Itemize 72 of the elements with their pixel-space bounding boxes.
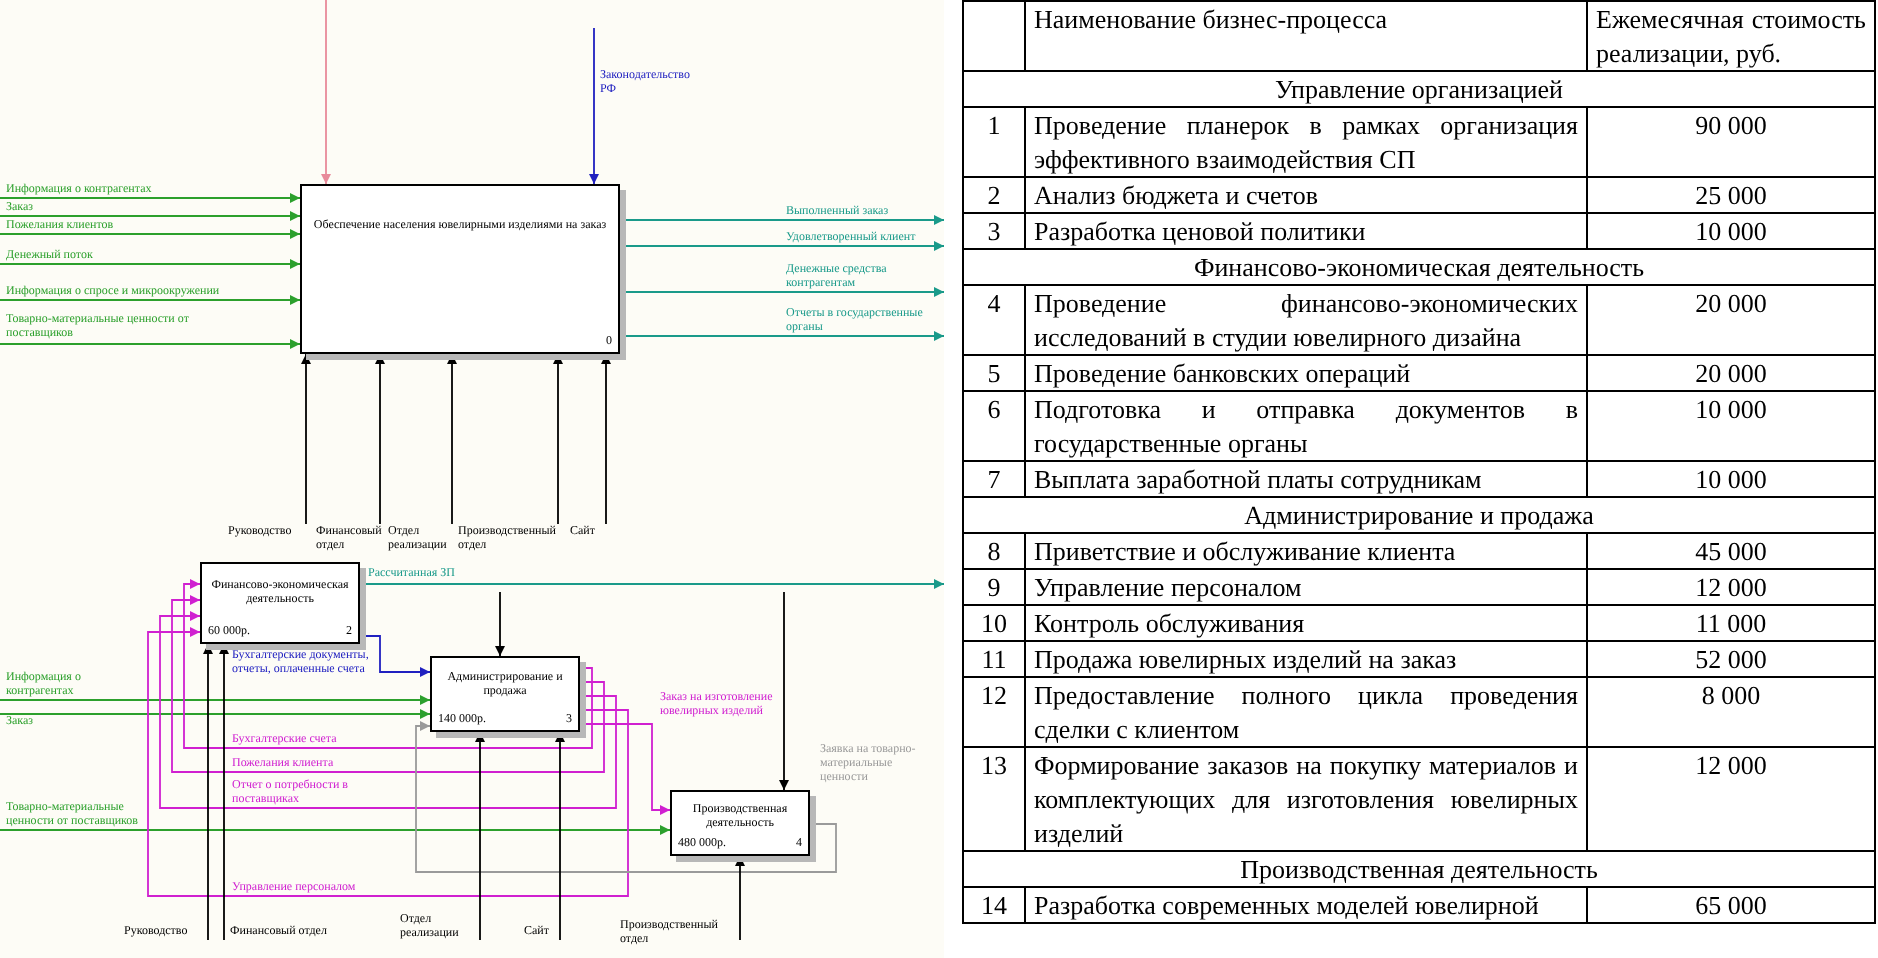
monthly-cost: 12 000 <box>1587 569 1875 605</box>
row-number: 3 <box>963 213 1025 249</box>
process-name: Выплата заработной платы сотрудникам <box>1025 461 1587 497</box>
monthly-cost: 65 000 <box>1587 887 1875 923</box>
row-number: 9 <box>963 569 1025 605</box>
arrow <box>415 721 837 873</box>
process-name: Формирование заказов на покупку материалов и комплектующих для изготовления ювелирных изделий <box>1025 747 1587 851</box>
arrow <box>203 643 213 941</box>
arrow <box>0 211 301 221</box>
arrow <box>0 825 671 835</box>
arrow <box>779 591 789 791</box>
monthly-cost: 90 000 <box>1587 107 1875 177</box>
arrow <box>0 229 301 239</box>
monthly-cost: 52 000 <box>1587 641 1875 677</box>
activity-box <box>200 562 360 644</box>
row-number: 14 <box>963 887 1025 923</box>
process-name: Проведение банковских операций <box>1025 355 1587 391</box>
process-name: Проведение планерок в рамках организация эффективного взаимодействия СП <box>1025 107 1587 177</box>
arrow <box>321 0 331 185</box>
monthly-cost: 20 000 <box>1587 355 1875 391</box>
arrow <box>171 595 605 773</box>
process-name: Предоставление полного цикла проведения сделки с клиентом <box>1025 677 1587 747</box>
monthly-cost: 20 000 <box>1587 285 1875 355</box>
row-number: 2 <box>963 177 1025 213</box>
process-name: Подготовка и отправка документов в государственные органы <box>1025 391 1587 461</box>
arrow <box>0 259 301 269</box>
arrow <box>0 339 301 349</box>
row-number: 1 <box>963 107 1025 177</box>
process-name: Разработка современных моделей ювелирной <box>1025 887 1587 923</box>
arrow <box>159 611 617 809</box>
row-number: 11 <box>963 641 1025 677</box>
section-heading: Финансово-экономическая деятельность <box>963 249 1875 285</box>
row-number: 4 <box>963 285 1025 355</box>
process-name: Управление персоналом <box>1025 569 1587 605</box>
row-number: 5 <box>963 355 1025 391</box>
monthly-cost: 10 000 <box>1587 213 1875 249</box>
monthly-cost: 25 000 <box>1587 177 1875 213</box>
column-header: Ежемесячная стоимость реализации, руб. <box>1587 1 1875 71</box>
process-name: Проведение финансово-экономических исследований в студии ювелирного дизайна <box>1025 285 1587 355</box>
arrow <box>589 27 599 185</box>
row-number: 12 <box>963 677 1025 747</box>
monthly-cost: 10 000 <box>1587 391 1875 461</box>
process-name: Разработка ценовой политики <box>1025 213 1587 249</box>
process-name: Контроль обслуживания <box>1025 605 1587 641</box>
arrow <box>0 709 431 719</box>
row-number: 6 <box>963 391 1025 461</box>
monthly-cost: 45 000 <box>1587 533 1875 569</box>
monthly-cost: 12 000 <box>1587 747 1875 851</box>
monthly-cost: 10 000 <box>1587 461 1875 497</box>
row-number: 10 <box>963 605 1025 641</box>
section-heading: Управление организацией <box>963 71 1875 107</box>
column-header: Наименование бизнес-процесса <box>1025 1 1587 71</box>
monthly-cost: 8 000 <box>1587 677 1875 747</box>
row-number: 7 <box>963 461 1025 497</box>
arrow <box>0 193 301 203</box>
section-heading: Администрирование и продажа <box>963 497 1875 533</box>
arrow <box>0 295 301 305</box>
arrow <box>0 695 431 705</box>
activity-box <box>670 790 810 856</box>
process-name: Анализ бюджета и счетов <box>1025 177 1587 213</box>
monthly-cost: 11 000 <box>1587 605 1875 641</box>
arrow <box>147 627 629 897</box>
section-heading: Производственная деятельность <box>963 851 1875 887</box>
arrow <box>301 353 311 525</box>
process-name: Приветствие и обслуживание клиента <box>1025 533 1587 569</box>
activity-box <box>430 656 580 732</box>
process-name: Продажа ювелирных изделий на заказ <box>1025 641 1587 677</box>
row-number: 8 <box>963 533 1025 569</box>
row-number: 13 <box>963 747 1025 851</box>
activity-box <box>300 184 620 354</box>
arrow <box>495 591 505 657</box>
arrow <box>183 579 593 749</box>
